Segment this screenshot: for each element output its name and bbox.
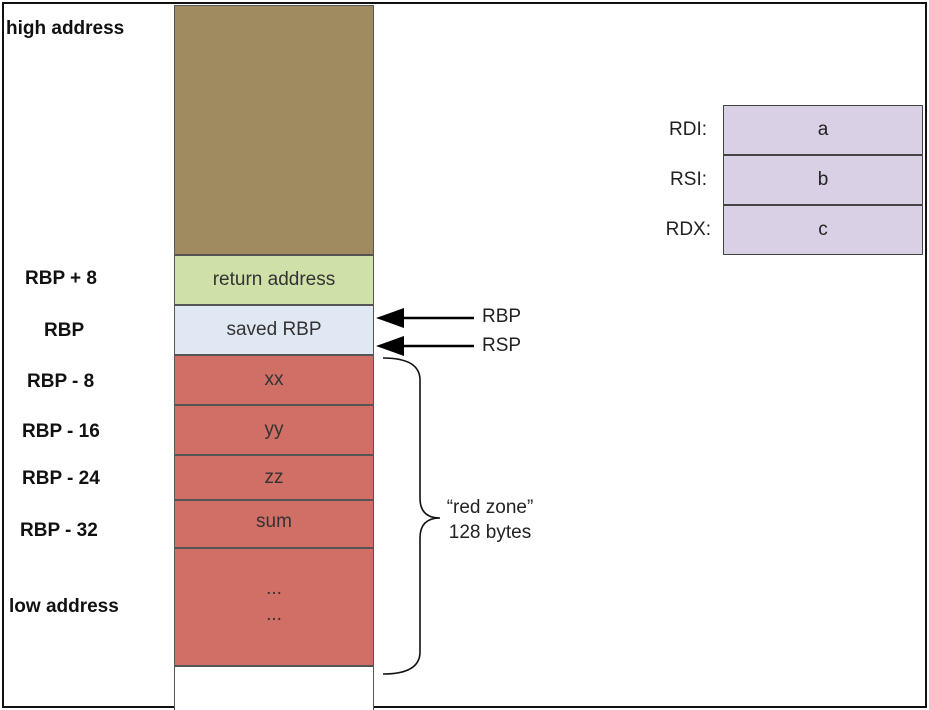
xx-text: xx	[264, 369, 284, 390]
ellipsis-2: ...	[266, 604, 282, 625]
label-low-address: low address	[9, 596, 119, 617]
label-high-address: high address	[6, 18, 125, 39]
return-address-text: return address	[212, 269, 336, 290]
caller-frame-cell	[174, 5, 374, 255]
register-value-rdx: c	[723, 205, 923, 255]
register-value-rsi: b	[723, 155, 923, 205]
saved-rbp-cell: saved RBP	[174, 305, 374, 355]
register-value-rdi: a	[723, 105, 923, 155]
register-label-rdx: RDX:	[665, 219, 711, 240]
rbp-arrow	[376, 308, 474, 328]
red-zone-brace	[382, 357, 441, 675]
zz-cell: zz	[174, 455, 374, 500]
yy-text: yy	[264, 419, 284, 440]
empty-stack-cell	[174, 666, 374, 710]
zz-text: zz	[264, 466, 284, 488]
label-rbp-minus-16: RBP - 16	[22, 421, 100, 442]
label-rbp: RBP	[44, 320, 85, 341]
red-zone-rest-cell: ... ...	[174, 548, 374, 666]
saved-rbp-text: saved RBP	[226, 319, 322, 340]
red-zone-label: “red zone” 128 bytes	[425, 495, 555, 545]
rsp-pointer-label: RSP	[482, 335, 522, 356]
sum-text: sum	[256, 511, 292, 532]
label-rbp-minus-24: RBP - 24	[22, 468, 100, 489]
red-zone-title: “red zone”	[446, 497, 534, 518]
ellipsis-1: ...	[266, 578, 282, 599]
register-label-rsi: RSI:	[670, 169, 707, 190]
rsp-arrow	[376, 336, 474, 356]
red-zone-size: 128 bytes	[448, 522, 532, 543]
label-rbp-plus-8: RBP + 8	[25, 268, 97, 289]
return-address-cell: return address	[174, 255, 374, 305]
register-label-rdi: RDI:	[669, 119, 707, 140]
sum-cell: sum	[174, 500, 374, 548]
yy-cell: yy	[174, 405, 374, 455]
label-rbp-minus-8: RBP - 8	[27, 371, 95, 392]
xx-cell: xx	[174, 355, 374, 405]
rbp-pointer-label: RBP	[482, 306, 522, 327]
label-rbp-minus-32: RBP - 32	[20, 520, 98, 541]
